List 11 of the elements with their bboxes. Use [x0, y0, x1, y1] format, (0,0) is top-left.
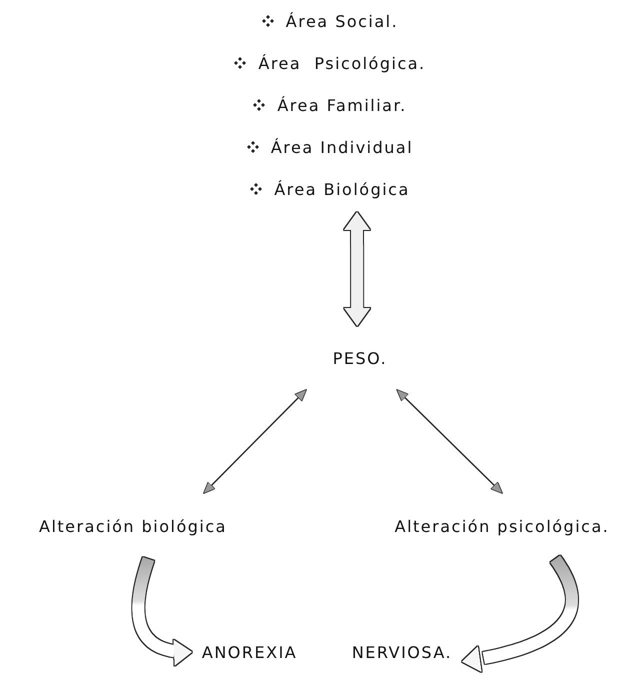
- arrow: [202, 388, 308, 494]
- list-item-text: Área Biológica: [274, 180, 410, 198]
- list-item-text: Área Individual: [270, 138, 414, 156]
- node-label: PESO.: [300, 326, 420, 390]
- list-item-text: Área Psicológica.: [258, 54, 426, 72]
- node-label: Alteración psicológica.: [362, 493, 642, 559]
- list-item-text: Área Familiar.: [277, 96, 407, 114]
- node-label: ANOREXIA NERVIOSA.: [192, 636, 462, 668]
- arrow: [396, 388, 504, 494]
- list-item-text: Área Social.: [286, 12, 398, 30]
- node-label: Alteración biológica: [4, 493, 262, 559]
